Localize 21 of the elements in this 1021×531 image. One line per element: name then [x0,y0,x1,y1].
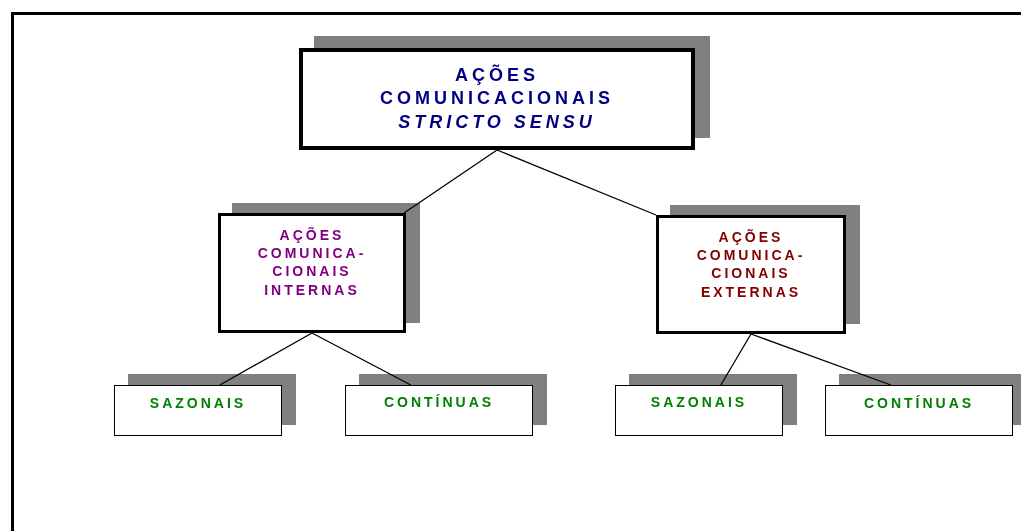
node-label: AÇÕES COMUNICA- CIONAIS INTERNAS [256,226,368,299]
category-box [218,213,406,333]
node-label: SAZONAIS [148,394,248,413]
leaf-box [345,385,533,436]
node-label: CONTÍNUAS [862,394,976,413]
leaf-box [114,385,282,436]
node-label: SAZONAIS [649,393,749,412]
connector-line [720,333,752,386]
node-label: AÇÕES COMUNICA- CIONAIS EXTERNAS [695,228,807,301]
node-label: AÇÕES COMUNICACIONAIS [379,64,615,111]
leaf-box [615,385,783,436]
node-label: CONTÍNUAS [382,393,496,412]
connector-line [219,332,313,386]
connector-line [311,332,412,386]
root-box [299,48,695,150]
connector-line [403,149,498,214]
connector-line [496,149,657,216]
leaf-box [825,385,1013,436]
node-label: STRICTO SENSU [397,110,597,134]
connector-line [750,333,892,386]
category-box [656,215,846,334]
